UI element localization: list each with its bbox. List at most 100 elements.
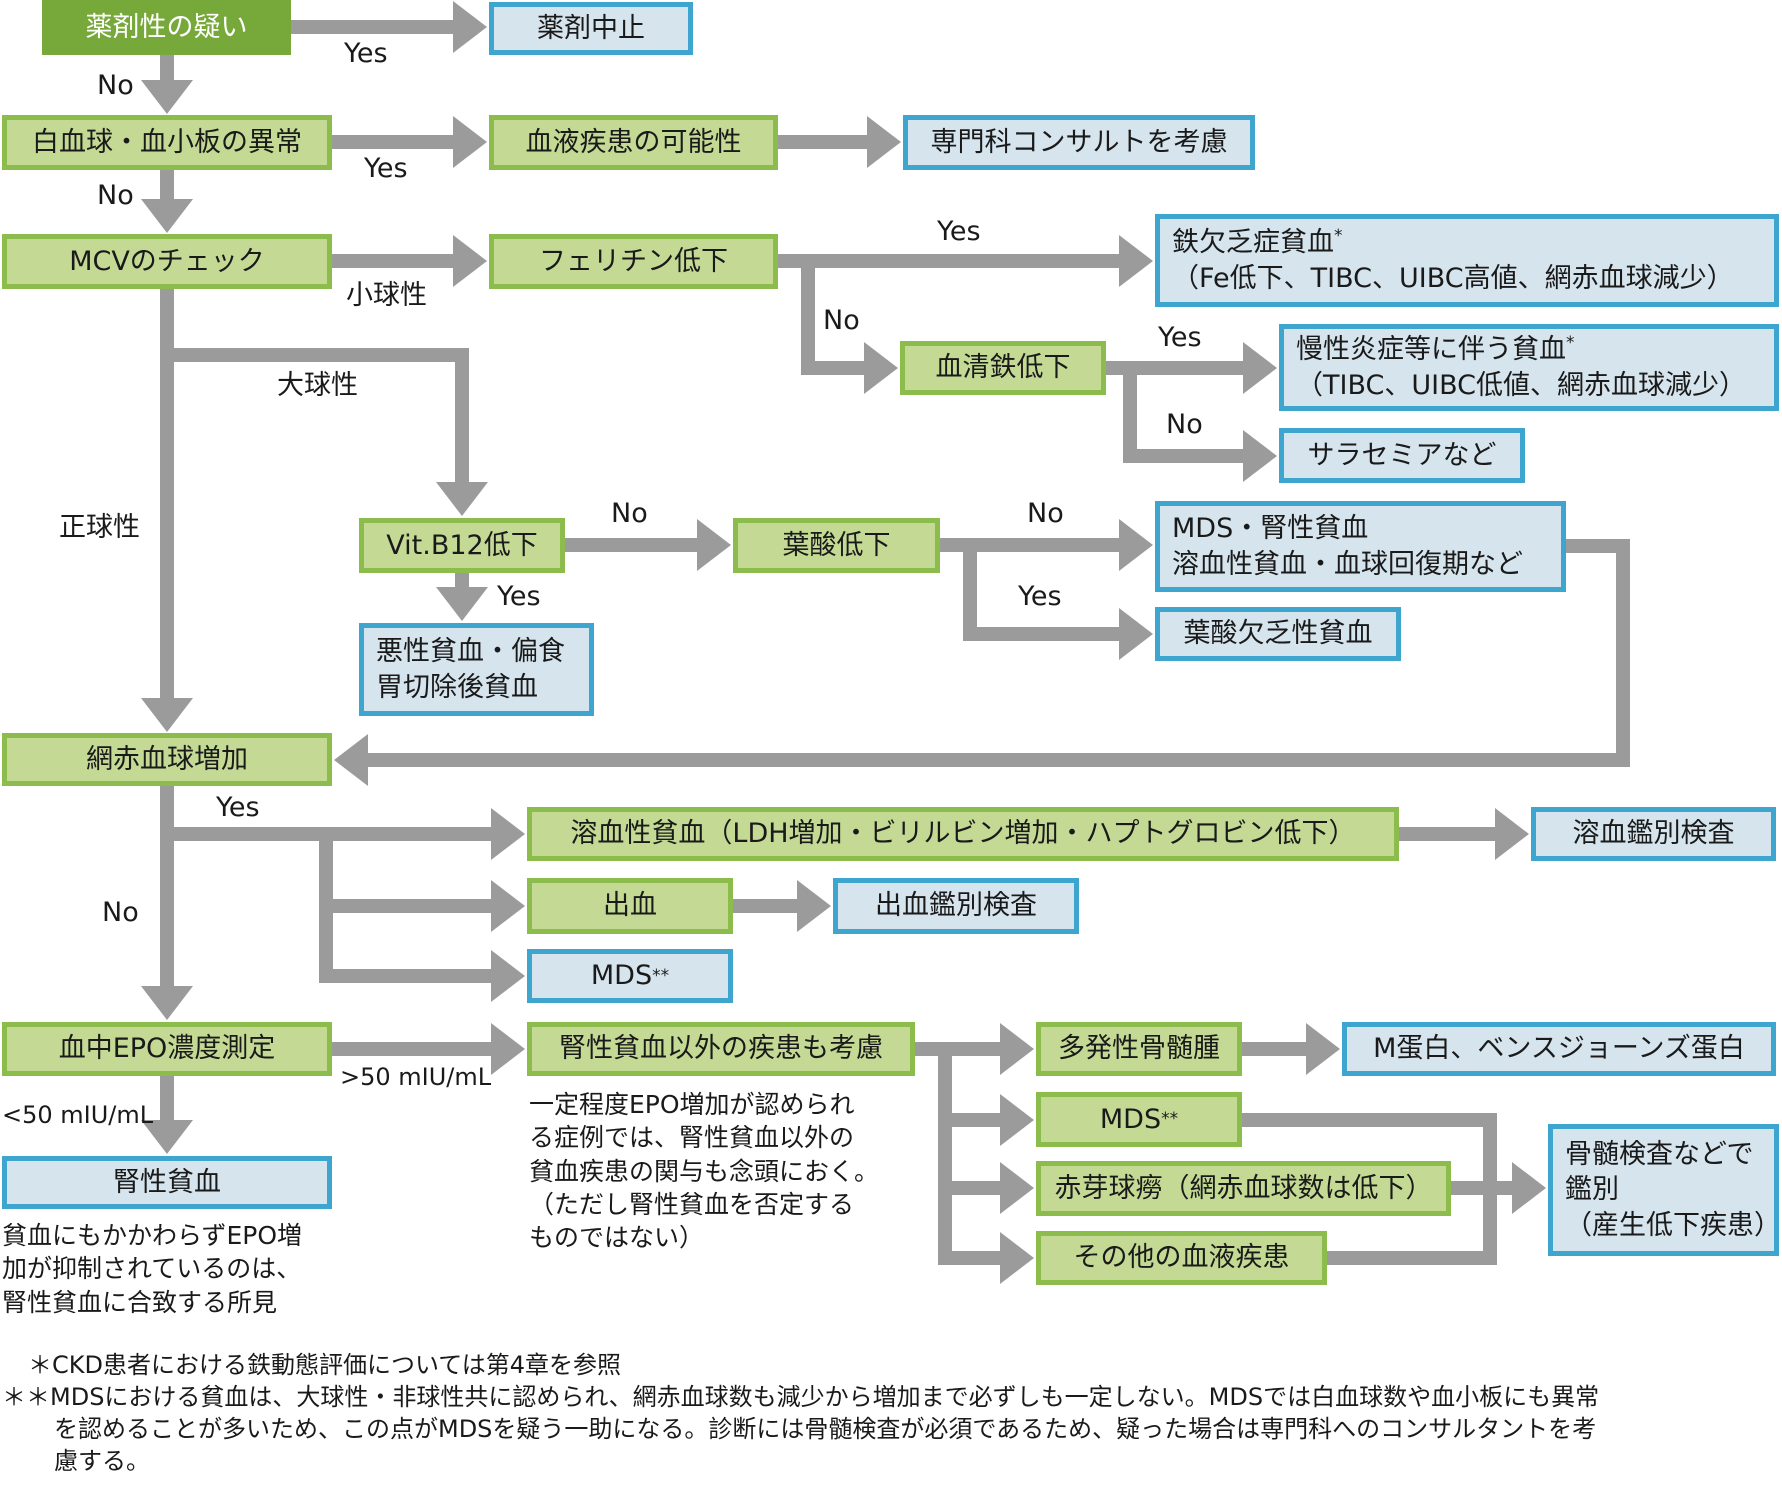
node-mds-renal[interactable]: MDS・腎性貧血 溶血性貧血・血球回復期など	[1155, 501, 1566, 592]
note-line: 加が抑制されているのは、	[2, 1254, 302, 1284]
edge-label-macrocytic: 大球性	[277, 370, 358, 401]
node-label-line2: 溶血性貧血・血球回復期など	[1172, 548, 1523, 580]
node-vitb12-low[interactable]: Vit.B12低下	[359, 518, 565, 573]
footnote-2: ＊＊MDSにおける貧血は、大球性・非球性共に認められ、網赤血球数も減少から増加ま…	[2, 1382, 1599, 1478]
arrowhead	[1000, 1094, 1034, 1146]
node-other-than-renal[interactable]: 腎性貧血以外の疾患も考慮	[527, 1022, 915, 1076]
node-label: MDS	[590, 960, 653, 992]
arrowhead	[453, 116, 487, 168]
footnote-mark: ＊＊	[2, 1383, 50, 1411]
arrowhead	[1243, 342, 1277, 394]
node-iron-deficiency[interactable]: 鉄欠乏症貧血* （Fe低下、TIBC、UIBC高値、網赤血球減少）	[1155, 214, 1779, 307]
node-chronic-inflammation[interactable]: 慢性炎症等に伴う貧血* （TIBC、UIBC低値、網赤血球減少）	[1279, 324, 1779, 411]
node-serum-iron-low[interactable]: 血清鉄低下	[900, 341, 1106, 395]
node-label: 腎性貧血	[113, 1166, 221, 1198]
node-label: 出血	[603, 890, 657, 922]
edge-label-yes: Yes	[364, 153, 408, 184]
arrowhead	[1000, 1162, 1034, 1214]
edge-label-no: No	[97, 180, 134, 211]
footnote-text: CKD患者における鉄動態評価については第4章を参照	[52, 1351, 622, 1379]
node-folate-deficiency[interactable]: 葉酸欠乏性貧血	[1155, 607, 1401, 661]
arrowhead	[141, 698, 193, 732]
footnote-text: MDSにおける貧血は、大球性・非球性共に認められ、網赤血球数も減少から増加まで必…	[50, 1383, 1600, 1411]
arrowhead	[1243, 430, 1277, 482]
edge-label-no: No	[97, 70, 134, 101]
node-label: MDS	[1099, 1103, 1162, 1135]
arrowhead	[1119, 519, 1153, 571]
note-line: る症例では、腎性貧血以外の	[529, 1123, 855, 1153]
node-label-line2: （TIBC、UIBC低値、網赤血球減少）	[1296, 369, 1746, 401]
node-label-line1: 慢性炎症等に伴う貧血*	[1296, 333, 1575, 366]
node-label: 腎性貧血以外の疾患も考慮	[559, 1033, 883, 1065]
node-label: Vit.B12低下	[386, 529, 538, 561]
node-mds-retic[interactable]: MDS**	[527, 949, 733, 1003]
node-label: 薬剤中止	[537, 12, 645, 44]
edge-serum-no	[1123, 368, 1247, 463]
node-label: サラセミアなど	[1307, 439, 1497, 471]
edge-ferritin-no	[801, 261, 868, 375]
node-mds-epo[interactable]: MDS**	[1036, 1092, 1242, 1147]
node-bleeding-test[interactable]: 出血鑑別検査	[833, 878, 1079, 934]
arrowhead	[697, 519, 731, 571]
node-label: 血液疾患の可能性	[525, 126, 742, 158]
node-specialist-consult[interactable]: 専門科コンサルトを考慮	[903, 115, 1255, 170]
note-renal-anemia: 貧血にもかかわらずEPO増 加が抑制されているのは、 腎性貧血に合致する所見	[2, 1219, 302, 1319]
footnote-mark: **	[652, 965, 670, 986]
edge-label-microcytic: 小球性	[346, 280, 427, 311]
node-label-line3: （産生低下疾患）	[1565, 1209, 1781, 1241]
node-label: 網赤血球増加	[86, 743, 248, 775]
node-label: 赤芽球癆（網赤血球数は低下）	[1054, 1172, 1433, 1204]
arrowhead	[141, 80, 193, 114]
edge-retic-branch	[319, 834, 495, 983]
node-label-line1: 悪性貧血・偏食	[376, 636, 565, 668]
node-wbc-plt-abnormal[interactable]: 白血球・血小板の異常	[2, 115, 332, 170]
edge-label-no: No	[1027, 498, 1064, 529]
node-epo-measure[interactable]: 血中EPO濃度測定	[2, 1022, 332, 1076]
arrowhead	[864, 342, 898, 394]
edge-label-yes: Yes	[1018, 581, 1062, 612]
note-line: 腎性貧血に合致する所見	[2, 1287, 278, 1317]
edge-label-no: No	[823, 305, 860, 336]
node-label: 葉酸欠乏性貧血	[1183, 618, 1373, 650]
node-bone-marrow[interactable]: 骨髄検査などで 鑑別 （産生低下疾患）	[1548, 1124, 1781, 1256]
node-drug-stop[interactable]: 薬剤中止	[489, 2, 693, 55]
footnote-mark: **	[1161, 1109, 1179, 1130]
note-line: （ただし腎性貧血を否定する	[529, 1189, 855, 1219]
node-pernicious-anemia[interactable]: 悪性貧血・偏食 胃切除後貧血	[359, 623, 594, 716]
arrowhead	[436, 587, 488, 621]
edge-other-branch	[915, 1042, 1004, 1265]
node-m-protein[interactable]: M蛋白、ベンスジョーンズ蛋白	[1342, 1022, 1776, 1076]
node-drug-suspect[interactable]: 薬剤性の疑い	[42, 0, 291, 55]
arrowhead	[1000, 1023, 1034, 1075]
node-label: 血中EPO濃度測定	[58, 1033, 276, 1065]
footnote-mark: *	[1334, 226, 1343, 247]
arrowhead	[1119, 235, 1153, 287]
node-ferritin-low[interactable]: フェリチン低下	[489, 234, 778, 289]
node-myeloma[interactable]: 多発性骨髄腫	[1036, 1022, 1242, 1076]
footnote-text: を認めることが多いため、この点がMDSを疑う一助になる。診断には骨髄検査が必須で…	[54, 1414, 1597, 1443]
arrowhead	[1000, 1232, 1034, 1284]
edge-label-no: No	[1166, 409, 1203, 440]
note-line: 貧血にもかかわらずEPO増	[2, 1221, 303, 1250]
node-label-line2: 胃切除後貧血	[376, 671, 538, 703]
node-hematologic-possible[interactable]: 血液疾患の可能性	[489, 115, 778, 170]
node-pure-red-cell-aplasia[interactable]: 赤芽球癆（網赤血球数は低下）	[1036, 1161, 1451, 1216]
node-hemolysis-test[interactable]: 溶血鑑別検査	[1531, 807, 1776, 861]
edge-label-no: No	[611, 498, 648, 529]
node-label-line2: （Fe低下、TIBC、UIBC高値、網赤血球減少）	[1172, 262, 1734, 294]
node-other-heme[interactable]: その他の血液疾患	[1036, 1231, 1327, 1285]
node-label: 薬剤性の疑い	[85, 11, 248, 43]
edge-folate-yes	[963, 545, 1123, 641]
node-folate-low[interactable]: 葉酸低下	[733, 518, 940, 573]
node-bleeding[interactable]: 出血	[527, 878, 733, 934]
arrowhead	[436, 482, 488, 516]
node-retic-increase[interactable]: 網赤血球増加	[2, 733, 332, 786]
note-line: 貧血疾患の関与も念頭におく。	[529, 1156, 880, 1186]
footnote-text: 慮する。	[54, 1446, 150, 1475]
node-mcv-check[interactable]: MCVのチェック	[2, 234, 332, 289]
node-renal-anemia[interactable]: 腎性貧血	[2, 1156, 332, 1209]
note-other-than-renal: 一定程度EPO増加が認められ る症例では、腎性貧血以外の 貧血疾患の関与も念頭に…	[529, 1088, 879, 1254]
node-thalassemia[interactable]: サラセミアなど	[1279, 428, 1525, 483]
arrowhead	[1119, 608, 1153, 660]
node-hemolytic-anemia[interactable]: 溶血性貧血（LDH増加・ビリルビン増加・ハプトグロビン低下）	[527, 807, 1399, 861]
